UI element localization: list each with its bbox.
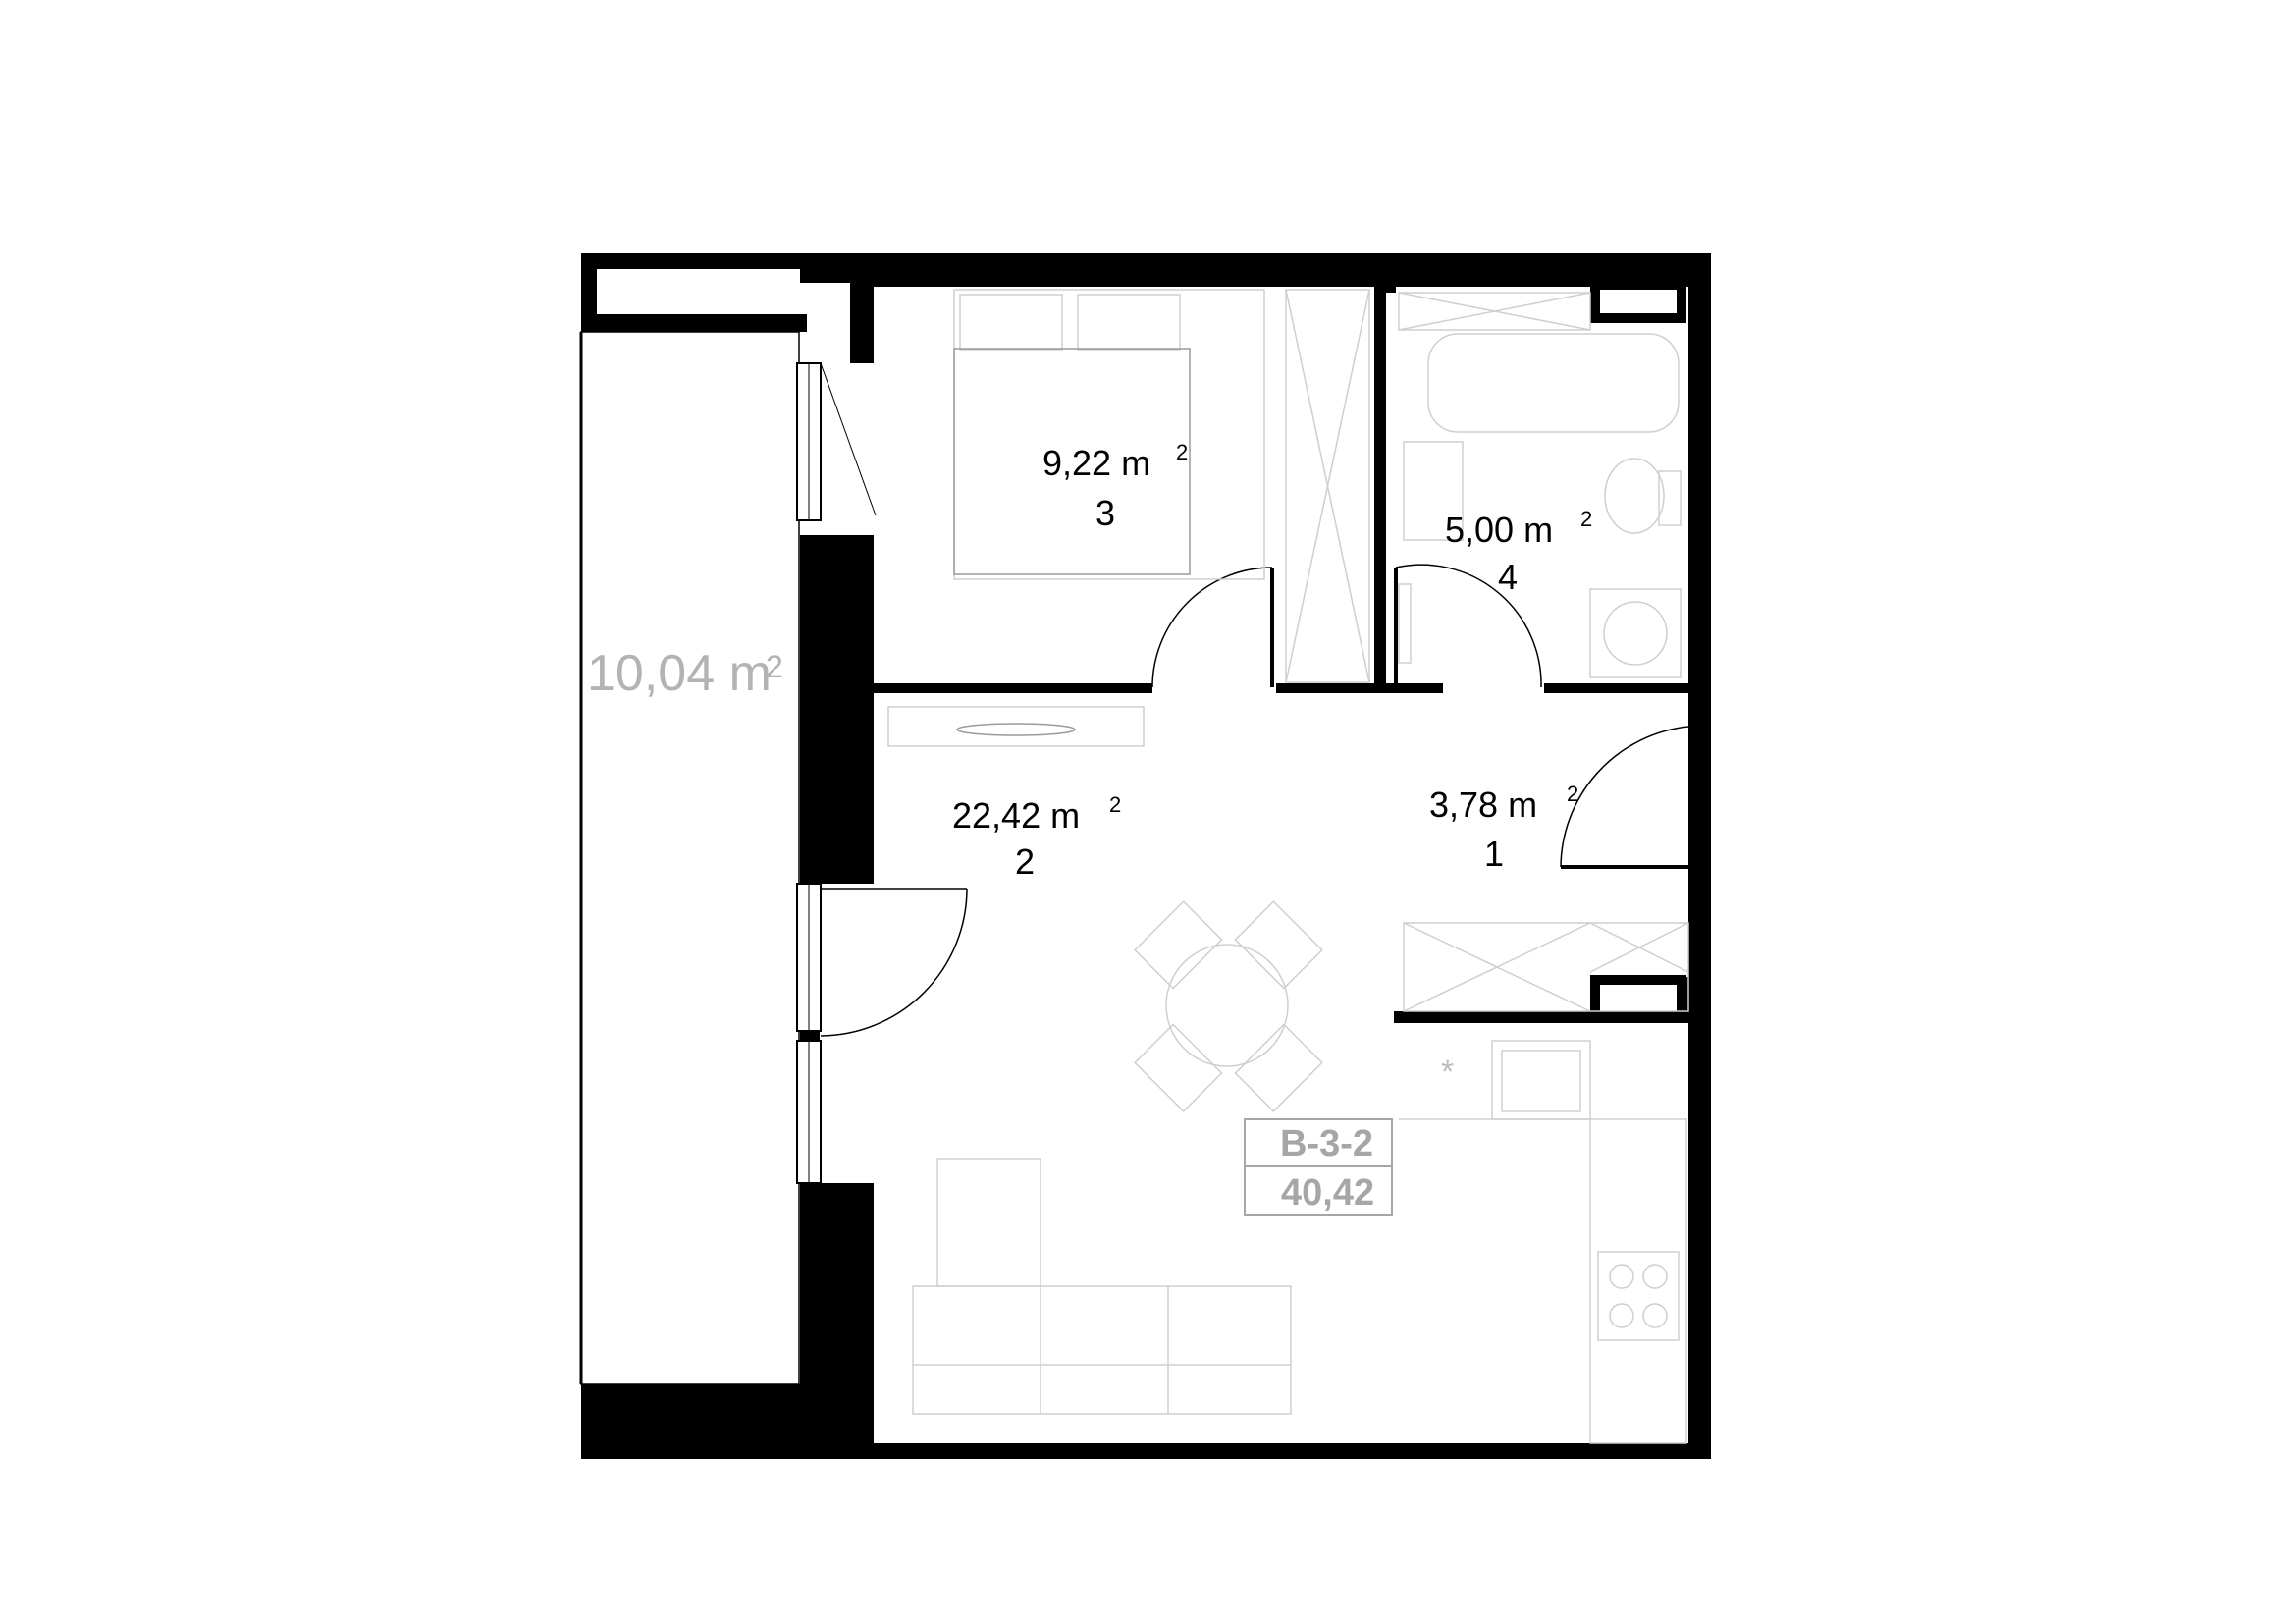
room-label-2: 22,42 m 2 2 xyxy=(952,792,1121,882)
room-area-3: 9,22 m xyxy=(1042,443,1150,483)
furniture: * xyxy=(887,289,1689,1444)
doors xyxy=(820,564,1689,1037)
windows xyxy=(796,362,877,1184)
room-number-4: 4 xyxy=(1498,557,1518,597)
bed xyxy=(953,289,1265,580)
window-bedroom xyxy=(796,362,877,521)
kitchen: * xyxy=(1399,1040,1687,1444)
room-number-1: 1 xyxy=(1484,834,1504,874)
room-number-2: 2 xyxy=(1015,841,1035,882)
room-area-unit-1: 2 xyxy=(1567,782,1578,806)
wardrobe-hall xyxy=(1403,922,1689,1012)
wardrobe-bedroom xyxy=(1285,289,1370,683)
room-area-unit-3: 2 xyxy=(1176,440,1188,464)
apartment-total-area: 40,42 xyxy=(1281,1172,1374,1214)
bathroom-fixtures xyxy=(1398,292,1682,678)
walls xyxy=(581,253,1711,1459)
balcony-area-unit: 2 xyxy=(766,649,783,684)
window-living-lower xyxy=(796,1040,822,1184)
door-balcony xyxy=(820,888,968,1037)
sofa xyxy=(912,1158,1292,1415)
room-label-4: 5,00 m 2 4 xyxy=(1445,507,1592,597)
apartment-code: B-3-2 xyxy=(1280,1123,1373,1164)
svg-text:*: * xyxy=(1441,1054,1454,1091)
room-area-2: 22,42 m xyxy=(952,795,1080,836)
room-area-unit-4: 2 xyxy=(1580,507,1592,531)
room-area-unit-2: 2 xyxy=(1109,792,1121,817)
balcony xyxy=(579,331,800,1385)
room-area-4: 5,00 m xyxy=(1445,510,1553,550)
room-number-3: 3 xyxy=(1095,493,1115,533)
room-label-1: 3,78 m 2 1 xyxy=(1429,782,1578,874)
balcony-area: 10,04 m xyxy=(587,645,772,702)
cabinet-living xyxy=(887,706,1145,747)
door-entrance xyxy=(1560,726,1689,869)
door-bathroom xyxy=(1394,564,1542,688)
door-bedroom xyxy=(1151,567,1274,688)
dining-table xyxy=(1134,900,1323,1112)
apartment-id-box: B-3-2 40,42 xyxy=(1244,1118,1393,1216)
room-area-1: 3,78 m xyxy=(1429,784,1537,825)
room-label-3: 9,22 m 2 3 xyxy=(1042,440,1188,533)
window-living-upper xyxy=(796,883,822,1032)
balcony-label: 10,04 m 2 xyxy=(587,645,783,702)
